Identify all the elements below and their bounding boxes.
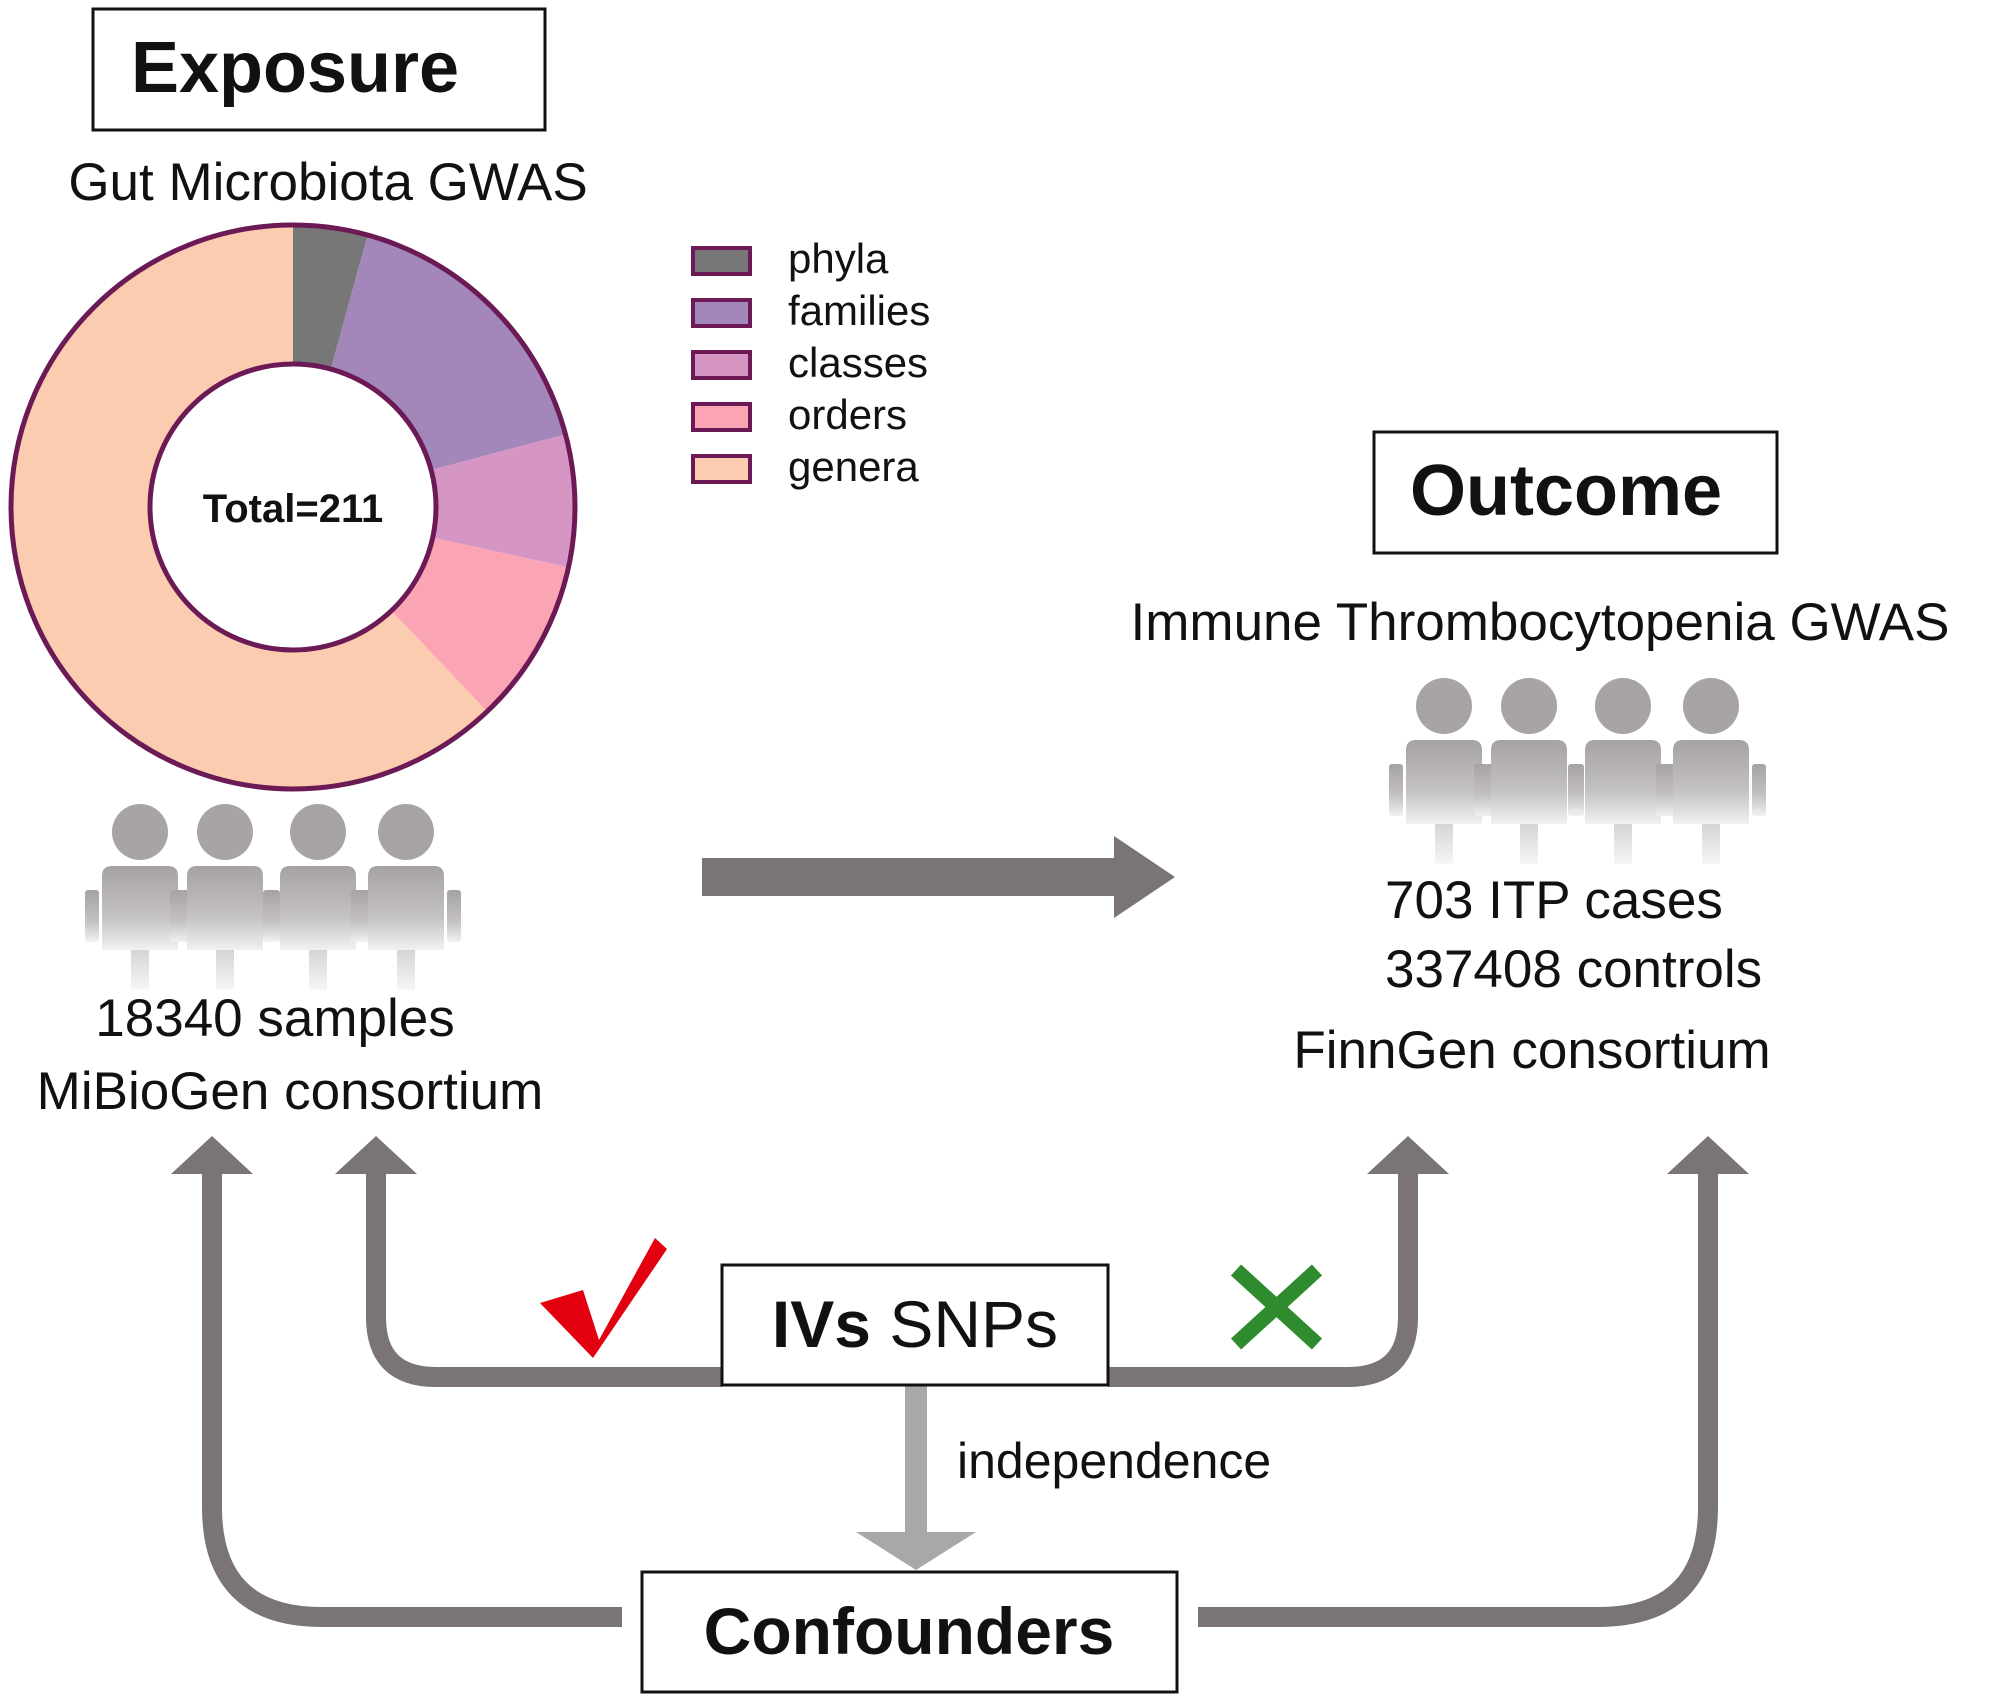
check-mark-icon (540, 1238, 667, 1358)
legend-swatch-genera (691, 454, 752, 484)
independence-label: independence (957, 1433, 1271, 1489)
ivs-bold: IVs (772, 1287, 871, 1361)
exposure-title: Exposure (131, 28, 459, 108)
outcome-subtitle: Immune Thrombocytopenia GWAS (1131, 593, 1950, 652)
donut-slice-genera (10, 225, 488, 789)
confounders-box (640, 1570, 1179, 1694)
iv-assumption-arrows (202, 1172, 1718, 1627)
legend-swatch-families (691, 298, 752, 328)
arrow-heads (171, 1136, 1749, 1174)
outcome-section: Outcome Immune Thrombocytopenia GWAS (1131, 430, 1950, 652)
ivs-to-outcome-arrow (1108, 1172, 1418, 1387)
donut-slice-classes (431, 434, 575, 568)
confounders-label: Confounders (704, 1594, 1115, 1668)
exposure-to-outcome-arrow (702, 836, 1175, 918)
donut-outer-ring (8, 222, 578, 792)
exposure-section: Exposure Gut Microbiota GWAS (68, 7, 588, 212)
exposure-consortium: MiBioGen consortium (37, 1062, 544, 1121)
outcome-people-icon (1389, 678, 1766, 864)
outcome-title-box (1372, 430, 1779, 555)
donut-inner-hole (147, 361, 439, 653)
confounders-to-outcome-arrow (1198, 1172, 1718, 1627)
legend-swatch-phyla (691, 246, 752, 276)
legend-label-orders: orders (788, 391, 907, 438)
donut-legend: phyla families classes orders genera (691, 235, 930, 490)
donut-slice-families (330, 235, 566, 471)
outcome-controls: 337408 controls (1385, 940, 1762, 999)
legend-label-genera: genera (788, 443, 919, 490)
legend-label-classes: classes (788, 339, 928, 386)
ivs-snps-box (720, 1263, 1110, 1387)
ivs-snps-label: IVs SNPs (772, 1287, 1058, 1361)
exposure-people-icon (85, 804, 461, 990)
outcome-title: Outcome (1410, 451, 1722, 531)
outcome-consortium: FinnGen consortium (1293, 1021, 1770, 1080)
confounders-to-exposure-arrow (202, 1172, 622, 1627)
snps-text: SNPs (889, 1287, 1058, 1361)
exposure-subtitle: Gut Microbiota GWAS (68, 153, 587, 212)
cross-mark-icon (1230, 1264, 1323, 1350)
ivs-to-exposure-arrow (366, 1172, 722, 1387)
independence-arrow (856, 1386, 976, 1570)
outcome-cases: 703 ITP cases (1385, 871, 1723, 930)
legend-swatch-orders (691, 402, 752, 432)
legend-label-families: families (788, 287, 930, 334)
exposure-title-box (91, 7, 547, 132)
exposure-samples: 18340 samples (95, 989, 454, 1048)
donut-total-label: Total=211 (203, 487, 383, 531)
microbiota-donut-chart (8, 222, 578, 792)
legend-swatch-classes (691, 350, 752, 380)
legend-label-phyla: phyla (788, 235, 889, 282)
donut-slice-phyla (293, 225, 368, 370)
